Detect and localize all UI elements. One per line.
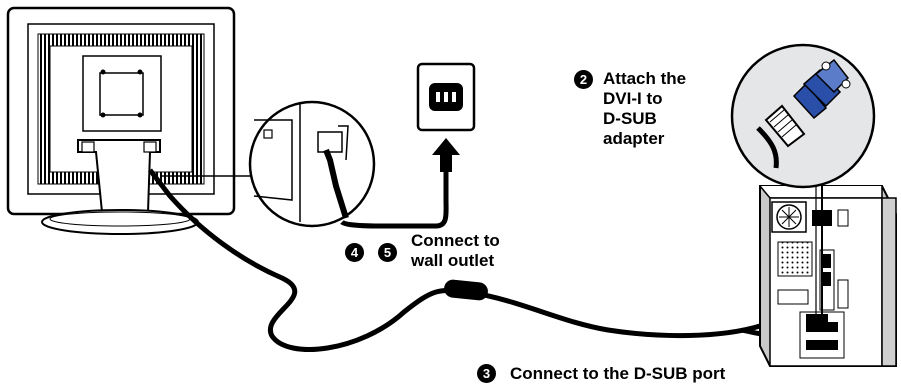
monitor-ports-callout [248, 100, 376, 228]
dvi-to-dsub-adapter-callout [730, 43, 876, 189]
plug-in-arrow [432, 138, 460, 172]
pc-vga-plug [806, 314, 828, 326]
attach-adapter-step: 2 Attach the DVI-I to D-SUB adapter [574, 69, 686, 149]
power-cable [340, 172, 449, 229]
wall-outlet-step: 4 5 Connect to wall outlet [345, 231, 500, 271]
wall-outlet [416, 62, 476, 132]
step-4-badge: 4 [345, 243, 364, 262]
attach-adapter-text: Attach the DVI-I to D-SUB adapter [603, 69, 687, 148]
dsub-port-step: 3 Connect to the D-SUB port [477, 364, 725, 384]
pc-tower [759, 185, 897, 367]
wall-outlet-text: Connect to wall outlet [411, 231, 500, 270]
dsub-port-text: Connect to the D-SUB port [510, 364, 726, 383]
monitor-stand-base [41, 209, 199, 235]
step-3-badge: 3 [477, 364, 496, 383]
ferrite-core [444, 279, 488, 301]
step-5-badge: 5 [378, 243, 397, 262]
step-2-badge: 2 [574, 70, 593, 89]
monitor [6, 6, 236, 235]
video-signal-cable [148, 168, 806, 352]
